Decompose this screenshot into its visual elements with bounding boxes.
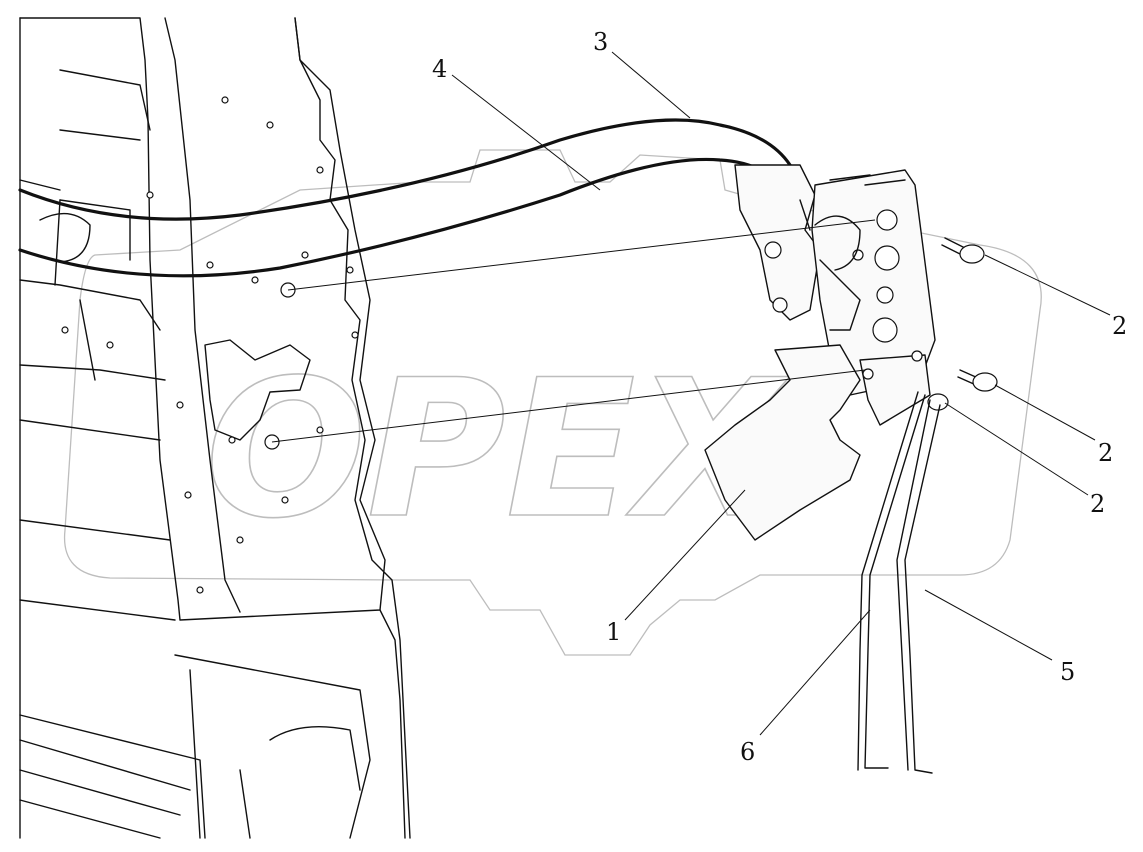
bolt-middle <box>957 369 998 392</box>
leader-6 <box>759 609 871 736</box>
watermark: OPEX <box>63 149 1042 656</box>
callout-1: 1 <box>606 618 621 646</box>
callout-2b: 2 <box>1098 439 1113 467</box>
leader-2b <box>994 384 1096 441</box>
callout-4: 4 <box>432 55 447 83</box>
leader-3 <box>611 51 691 119</box>
leader-1 <box>624 489 746 621</box>
watermark-text: OPEX <box>205 339 791 560</box>
callouts: 1 2 2 2 3 4 5 6 <box>432 28 1127 766</box>
door-frame-structure <box>19 17 411 839</box>
bolt-lower <box>927 393 949 411</box>
callout-5: 5 <box>1060 658 1075 686</box>
lock-rods <box>857 391 941 774</box>
bolt-upper <box>941 237 985 264</box>
release-cable <box>18 118 792 278</box>
leader-2c <box>944 402 1089 496</box>
callout-6: 6 <box>740 738 755 766</box>
mounting-bolts <box>927 237 998 411</box>
callout-2a: 2 <box>1112 312 1127 340</box>
callout-2c: 2 <box>1090 490 1105 518</box>
leader-2a <box>984 254 1111 316</box>
callout-3: 3 <box>593 28 608 56</box>
leader-5 <box>924 589 1053 661</box>
leader-lines <box>271 51 1111 736</box>
leader-4 <box>451 74 601 191</box>
